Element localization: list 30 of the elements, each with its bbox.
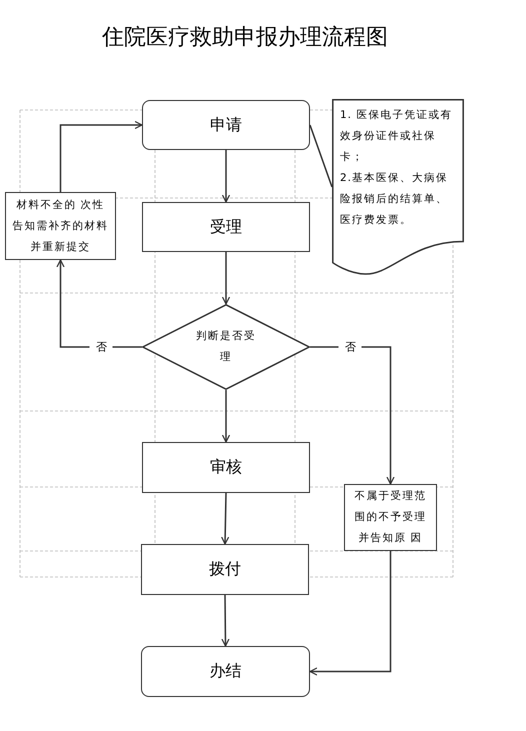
arrow [56, 259, 142, 348]
node-text: 1. 医保电子凭证或有效身份证件或社保卡； [339, 108, 454, 165]
connector-line [309, 124, 333, 188]
arrow [222, 390, 230, 443]
arrow [309, 551, 392, 676]
process-box [142, 442, 310, 493]
node-text: 办结 [210, 661, 242, 682]
process-box [142, 202, 310, 252]
terminal-box [141, 646, 310, 697]
note-box [344, 484, 437, 551]
terminal-box [142, 100, 310, 150]
process-box [141, 544, 309, 595]
note-box [5, 192, 116, 260]
arrow [222, 252, 230, 305]
arrow [222, 150, 230, 203]
node-text: 申请 [210, 114, 242, 136]
node-text: 审核 [210, 457, 242, 478]
node-text: 2.基本医保、大病保险报销后的结算单、医疗费发票。 [339, 171, 450, 228]
arrow [221, 595, 230, 647]
node-text: 材料不全的 次性告知需补齐的材料并重新提交 [12, 198, 110, 254]
node-text: 判断是否受理 [195, 329, 257, 365]
node-text: 受理 [210, 216, 242, 238]
diagram-title: 住院医疗救助申报办理流程图 [101, 24, 389, 52]
arrow [60, 120, 143, 192]
node-text: 拨付 [209, 559, 241, 580]
decision-diamond [142, 304, 310, 390]
arrow [310, 346, 395, 485]
arrow [221, 492, 230, 545]
node-text: 不属于受理范围的不予受理并告知原 因 [354, 489, 428, 546]
document-shape [332, 99, 464, 275]
